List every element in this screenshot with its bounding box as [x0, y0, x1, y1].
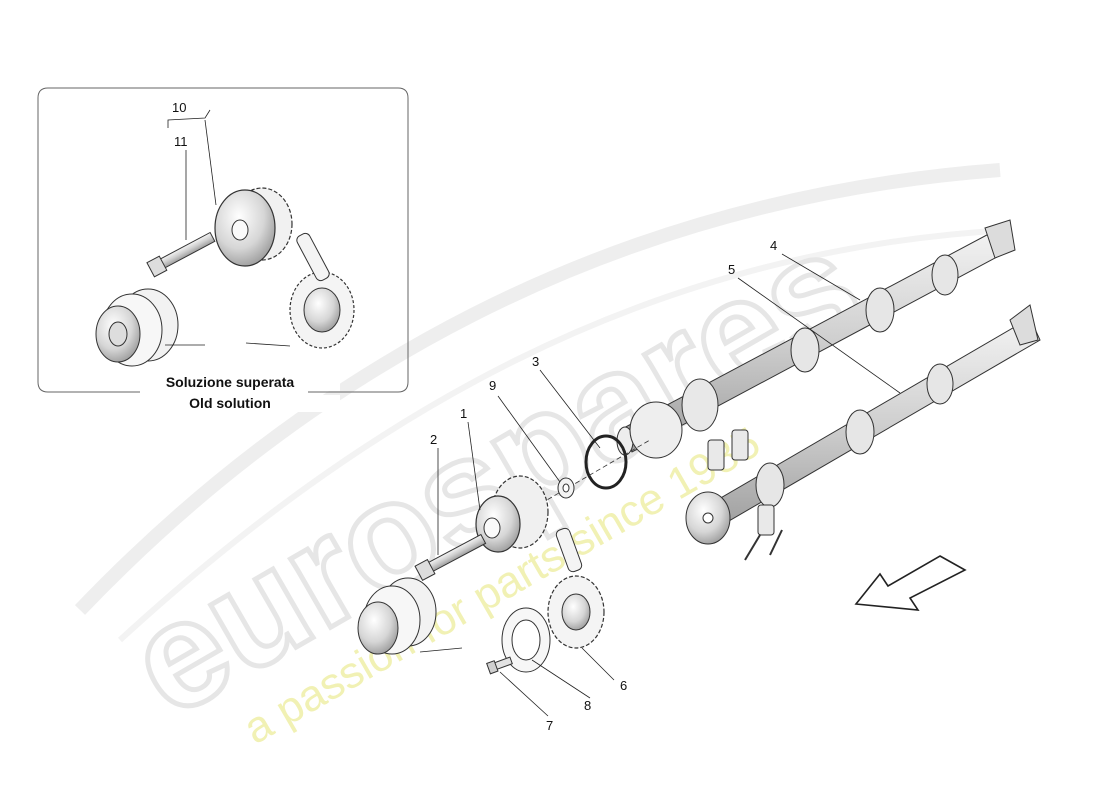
- bolt-7: [486, 656, 513, 675]
- seal-ring-3: [584, 434, 628, 490]
- gear-stack: [357, 577, 437, 655]
- callout-2: 2: [430, 432, 437, 447]
- camshaft-5: [685, 304, 1041, 545]
- callout-8: 8: [584, 698, 591, 713]
- inset-frame: [37, 87, 409, 393]
- inset-intermediate-gear: [289, 271, 355, 349]
- callout-6: 6: [620, 678, 627, 693]
- callout-4: 4: [770, 238, 777, 253]
- inset-leaders: [165, 109, 291, 347]
- bolt-2: [414, 533, 487, 581]
- callout-9: 9: [489, 378, 496, 393]
- front-direction-arrow: [854, 555, 967, 611]
- callout-11: 11: [174, 134, 188, 149]
- watermark-swoosh: [74, 163, 1001, 615]
- gear-6: [547, 575, 605, 649]
- inset-gear-stack: [95, 288, 179, 367]
- inset-variator-sprocket: [214, 187, 293, 267]
- timing-chain-segment: [555, 527, 583, 573]
- inset-chain-segment: [296, 232, 330, 282]
- washer-9: [557, 477, 575, 499]
- old-solution-inset: 10 11: [37, 87, 409, 393]
- callout-5: 5: [728, 262, 735, 277]
- callout-10: 10: [172, 100, 186, 115]
- watermark-swoosh-inner: [117, 227, 1011, 643]
- camshaft-4: [616, 219, 1016, 459]
- inset-caption-italian: Soluzione superata: [120, 374, 340, 391]
- callout-7: 7: [546, 718, 553, 733]
- plate-8: [501, 607, 551, 673]
- callout-3: 3: [532, 354, 539, 369]
- variator-sprocket-1: [475, 475, 549, 553]
- callout-1: 1: [460, 406, 467, 421]
- leader-lines: [419, 253, 901, 717]
- valves: [707, 429, 783, 561]
- inset-bolt: [146, 231, 216, 278]
- inset-caption-english: Old solution: [120, 395, 340, 412]
